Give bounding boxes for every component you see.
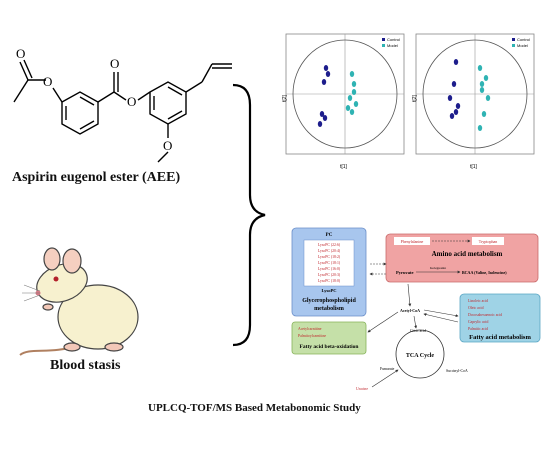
- pca-point-control: [319, 111, 325, 117]
- aa-bcaa: BCAA (Valine, Isoleucine): [462, 270, 507, 275]
- pca-plot-1: Control Model t[1] t[2]: [282, 33, 405, 170]
- study-caption: UPLCQ-TOF/MS Based Metabonomic Study: [148, 402, 361, 414]
- pca2-legend-model: Model: [517, 43, 528, 48]
- fa-item: Palmitic acid: [468, 327, 488, 331]
- pca-point-control: [317, 121, 323, 127]
- pca-point-model: [345, 105, 351, 111]
- atom-o-2: O: [16, 46, 25, 61]
- pca-point-model: [351, 89, 357, 95]
- aa-title: Amino acid metabolism: [432, 250, 503, 258]
- gp-item: LysoPC (18:0): [318, 279, 341, 283]
- fa-item: Oleic acid: [468, 306, 484, 310]
- pca1-xlabel: t[1]: [340, 164, 348, 170]
- pca-point-control: [322, 115, 328, 121]
- amino-acid-box: [385, 233, 539, 283]
- pca2-ylabel: t[2]: [412, 94, 418, 102]
- pca1-legend-model: Model: [387, 43, 398, 48]
- pca-point-control: [321, 79, 327, 85]
- pca-point-model: [481, 111, 487, 117]
- pca-point-model: [349, 71, 355, 77]
- fa-item: Linoleic acid: [468, 299, 488, 303]
- pathway-diagram: PC LysoPC (22:6) LysoPC (20:4) LysoPC (1…: [291, 227, 541, 391]
- pca-point-model: [349, 109, 355, 115]
- bo-item: Acetylcarnitine: [298, 327, 322, 331]
- pca-point-model: [485, 95, 491, 101]
- pca1-legend-control: Control: [387, 37, 400, 42]
- pca-point-model: [347, 95, 353, 101]
- bo-title: Fatty acid beta-oxidation: [300, 344, 359, 350]
- pca2-legend-control: Control: [517, 37, 530, 42]
- rat-illustration: [19, 247, 139, 356]
- gp-top: PC: [326, 233, 333, 238]
- tca-fumarate: Fumarate: [380, 367, 395, 371]
- pca-plot-2: Control Model t[1] t[2]: [412, 33, 535, 170]
- fatty-acid-box: [459, 293, 541, 343]
- atom-o-4: O: [127, 94, 136, 109]
- pca-point-model: [477, 125, 483, 131]
- condition-label: Blood stasis: [50, 358, 121, 373]
- pca-point-control: [453, 109, 459, 115]
- pca-point-model: [483, 75, 489, 81]
- gp-item: LysoPC (18:2): [318, 255, 341, 259]
- aa-isoleguanin: Isoleguanin: [430, 266, 447, 270]
- pca-point-control: [451, 81, 457, 87]
- atom-o-5: O: [163, 138, 172, 153]
- pca-point-model: [479, 81, 485, 87]
- aa-phenylalanine: Phenylalanine: [401, 239, 424, 244]
- pca-point-control: [455, 103, 461, 109]
- rat-eye: [53, 276, 59, 282]
- pca-point-control: [447, 95, 453, 101]
- tca-succinyl: Succinyl-CoA: [446, 369, 468, 373]
- aee-structure: O O O O O: [13, 46, 232, 163]
- tca-cycle-circle: [395, 329, 445, 379]
- aa-pyruvate: Pyruvate: [396, 270, 414, 275]
- pca-point-control: [325, 71, 331, 77]
- pca-point-model: [479, 87, 485, 93]
- gp-item: LysoPC (20:4): [318, 249, 341, 253]
- fa-title: Fatty acid metabolism: [469, 334, 531, 341]
- gp-item: LysoPC (16:0): [318, 267, 341, 271]
- gp-title-1: Glycerophospholipid: [302, 298, 356, 304]
- pca-point-model: [351, 81, 357, 87]
- gp-item: LysoPC (22:6): [318, 243, 341, 247]
- aa-tryptophan: Tryptophan: [479, 239, 498, 244]
- atom-o-1: O: [43, 74, 52, 89]
- fa-item: Docosahexaenoic acid: [468, 313, 502, 317]
- tca-uracil: Uracine: [356, 387, 368, 391]
- fa-item: Caprylic acid: [468, 320, 488, 324]
- pca-point-control: [449, 113, 455, 119]
- compound-name: Aspirin eugenol ester (AEE): [12, 170, 181, 185]
- bo-item: Palmitoylcarnitine: [298, 334, 326, 338]
- tca-title: TCA Cycle: [406, 353, 435, 359]
- atom-o-3: O: [110, 56, 119, 71]
- pca-point-model: [353, 101, 359, 107]
- tca-acetyl: Acetyl-CoA: [400, 308, 420, 313]
- pca2-xlabel: t[1]: [470, 164, 478, 170]
- tca-citric: Citric acid: [410, 329, 426, 333]
- pca-point-control: [323, 65, 329, 71]
- pca-point-control: [453, 59, 459, 65]
- gp-item: LysoPC (18:1): [318, 261, 341, 265]
- gp-bottom: LysoPC: [321, 288, 336, 293]
- gp-item: LysoPC (20:3): [318, 273, 341, 277]
- beta-oxidation-box: [291, 321, 367, 355]
- grouping-bracket: [232, 83, 266, 347]
- pca-point-model: [477, 65, 483, 71]
- pca1-ylabel: t[2]: [282, 94, 288, 102]
- gp-title-2: metabolism: [314, 306, 344, 312]
